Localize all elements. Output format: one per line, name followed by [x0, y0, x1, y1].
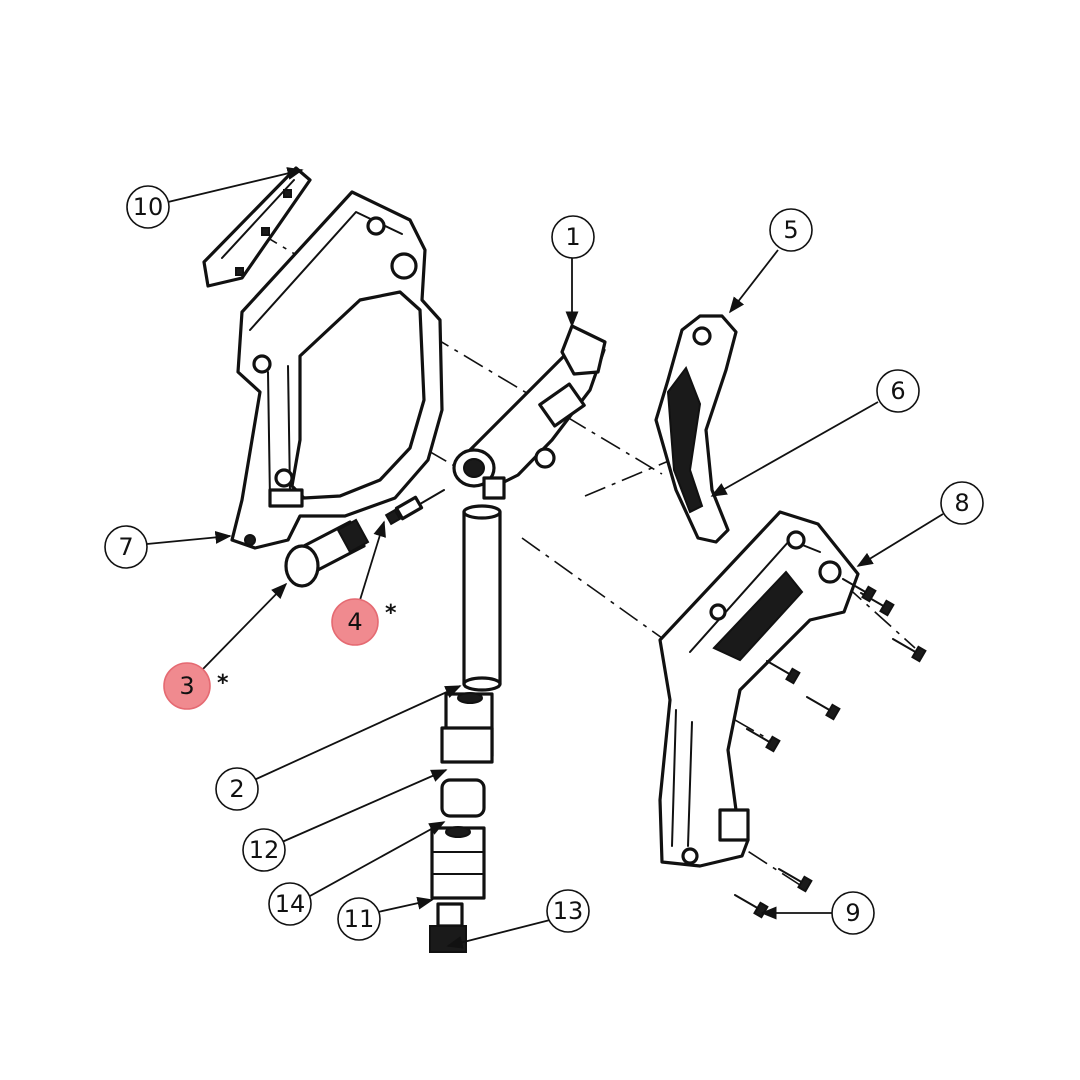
part-11-nut [430, 826, 486, 900]
part-13-quick-connector [429, 902, 467, 953]
callout-9: 9 [831, 891, 875, 935]
callout-14: 14 [268, 882, 312, 926]
svg-text:9: 9 [845, 899, 860, 927]
part-12-sleeve [440, 692, 494, 764]
part-7-left-handle-housing [230, 190, 444, 550]
svg-text:7: 7 [118, 533, 133, 561]
svg-text:4: 4 [347, 608, 362, 636]
part-5-trigger [654, 314, 738, 544]
callout-12: 12 [242, 828, 286, 872]
callouts: 1 2 3 * 4 * 5 6 7 8 [104, 185, 984, 941]
svg-text:8: 8 [954, 489, 969, 517]
svg-text:1: 1 [565, 223, 580, 251]
part-9-screws [733, 578, 927, 919]
svg-text:14: 14 [275, 890, 306, 918]
callout-5: 5 [769, 208, 813, 252]
part-1-valve-body [452, 324, 607, 500]
callout-7: 7 [104, 525, 148, 569]
svg-text:5: 5 [783, 216, 798, 244]
svg-text:6: 6 [890, 377, 905, 405]
callout-1: 1 [551, 215, 595, 259]
part-14-seal [440, 778, 486, 818]
callout-4: 4 * [331, 598, 397, 646]
svg-text:*: * [217, 671, 229, 696]
callout-8: 8 [940, 481, 984, 525]
callout-6: 6 [876, 369, 920, 413]
callout-11: 11 [337, 897, 381, 941]
svg-text:11: 11 [344, 905, 375, 933]
callout-3: 3 * [163, 662, 229, 710]
svg-text:*: * [385, 601, 397, 626]
part-2-tube [462, 504, 502, 692]
leader-lines [146, 167, 944, 949]
part-3-valve-nut [284, 518, 370, 588]
part-8-right-handle-housing [658, 510, 860, 868]
svg-text:3: 3 [179, 672, 194, 700]
svg-text:2: 2 [229, 775, 244, 803]
part-10-clip [202, 166, 312, 288]
svg-text:10: 10 [133, 193, 164, 221]
part-4-valve-pin [384, 489, 445, 526]
callout-13: 13 [546, 889, 590, 933]
svg-text:13: 13 [553, 897, 584, 925]
callout-2: 2 [215, 767, 259, 811]
callout-10: 10 [126, 185, 170, 229]
svg-text:12: 12 [249, 836, 280, 864]
